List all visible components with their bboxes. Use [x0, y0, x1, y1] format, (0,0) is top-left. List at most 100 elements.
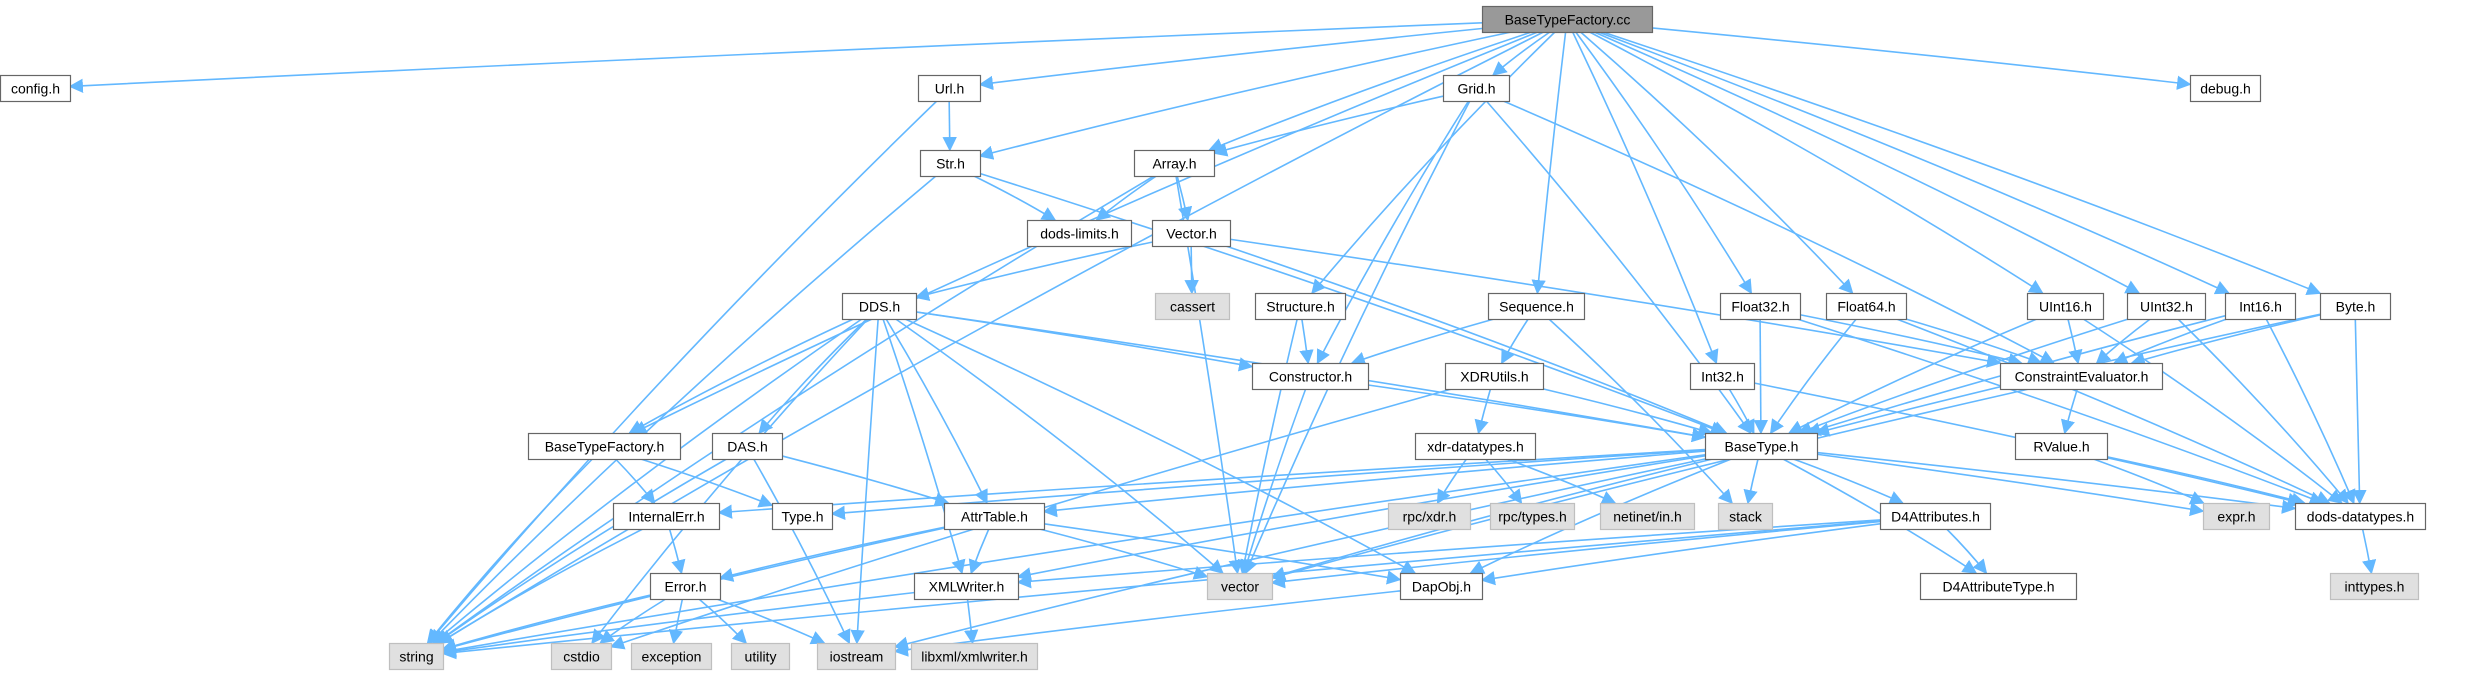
node-sequence-label: Sequence.h — [1499, 299, 1574, 315]
node-int32[interactable]: Int32.h — [1689, 362, 1756, 391]
edge-dodsdatatypes-to-inttypes — [2361, 528, 2377, 575]
node-iostream-box — [816, 642, 897, 671]
edge-dds-to-btf — [628, 318, 854, 434]
edge-error-to-iostream — [716, 598, 826, 645]
node-btf-label: BaseTypeFactory.h — [545, 439, 665, 455]
edge-url-to-str — [942, 100, 957, 152]
edge-root-to-debug — [1651, 27, 2192, 90]
node-float64-label: Float64.h — [1837, 299, 1895, 315]
node-uint32-label: UInt32.h — [2140, 299, 2193, 315]
node-dodsdatatypes-label: dods-datatypes.h — [2307, 509, 2414, 525]
node-basetype-box — [1704, 432, 1819, 461]
node-url[interactable]: Url.h — [917, 74, 982, 103]
node-rvalue[interactable]: RValue.h — [2014, 432, 2109, 461]
node-cassert-box — [1154, 292, 1231, 321]
edge-byte-to-dodsdatatypes — [2352, 318, 2367, 505]
node-stack-box — [1717, 502, 1774, 531]
edge-xdrutils-to-basetype — [1542, 388, 1713, 437]
edge-int16-to-dodsdatatypes — [2265, 318, 2356, 505]
node-int16[interactable]: Int16.h — [2224, 292, 2297, 321]
node-config[interactable]: config.h — [0, 74, 72, 103]
edge-dds-to-xmlwriter — [882, 318, 966, 575]
node-root[interactable]: BaseTypeFactory.cc — [1481, 5, 1654, 34]
node-cassert: cassert — [1154, 292, 1231, 321]
node-cstdio-label: cstdio — [563, 649, 600, 665]
node-d4attributes[interactable]: D4Attributes.h — [1879, 502, 1992, 531]
node-libxml-label: libxml/xmlwriter.h — [921, 649, 1028, 665]
edge-root-to-float32 — [1575, 31, 1753, 295]
node-rvalue-box — [2014, 432, 2109, 461]
edge-xdrutils-to-xdrdatatypes — [1474, 388, 1492, 435]
node-grid[interactable]: Grid.h — [1442, 74, 1511, 103]
edge-constraint-to-rvalue — [2060, 388, 2079, 435]
node-sequence[interactable]: Sequence.h — [1487, 292, 1586, 321]
edge-basetype-to-expr — [1816, 453, 2205, 517]
node-int16-label: Int16.h — [2239, 299, 2282, 315]
node-doslimits-label: dods-limits.h — [1040, 226, 1119, 242]
node-expr: expr.h — [2202, 502, 2271, 531]
node-byte[interactable]: Byte.h — [2319, 292, 2392, 321]
edge-xmlwriter-to-string — [441, 591, 915, 658]
node-basetype-label: BaseType.h — [1725, 439, 1799, 455]
edge-das-to-iostream — [753, 458, 851, 645]
edge-float64-to-constraint — [1905, 318, 2043, 366]
edge-grid-to-vector — [1244, 100, 1471, 575]
node-float32[interactable]: Float32.h — [1719, 292, 1802, 321]
node-basetype[interactable]: BaseType.h — [1704, 432, 1819, 461]
node-uint16[interactable]: UInt16.h — [2026, 292, 2105, 321]
node-array[interactable]: Array.h — [1133, 149, 1216, 178]
node-float64[interactable]: Float64.h — [1825, 292, 1908, 321]
edge-basetype-to-attrtable — [1042, 450, 1706, 518]
node-das[interactable]: DAS.h — [711, 432, 784, 461]
edge-xdrdatatypes-to-netinet — [1506, 458, 1617, 505]
node-constructor[interactable]: Constructor.h — [1251, 362, 1370, 391]
node-rpcxdr: rpc/xdr.h — [1387, 502, 1472, 531]
node-cstdio-box — [550, 642, 613, 671]
node-vector-label: vector — [1221, 579, 1259, 595]
edge-vector_h-to-constraint — [1229, 238, 2002, 368]
node-debug[interactable]: debug.h — [2189, 74, 2262, 103]
node-uint32-box — [2126, 292, 2207, 321]
node-array-box — [1133, 149, 1216, 178]
node-btf[interactable]: BaseTypeFactory.h — [527, 432, 682, 461]
edge-root-to-float64 — [1580, 31, 1854, 295]
node-config-box — [0, 74, 72, 103]
edge-dds-to-dapobj — [904, 318, 1417, 574]
node-xdrdatatypes-box — [1414, 432, 1537, 461]
edge-str-to-doslimits — [973, 175, 1057, 221]
node-internalerr[interactable]: InternalErr.h — [612, 502, 721, 531]
edge-root-to-uint16 — [1589, 31, 2044, 294]
edge-basetype-to-string — [441, 453, 1706, 657]
node-inttypes-label: inttypes.h — [2345, 579, 2405, 595]
node-int32-box — [1689, 362, 1756, 391]
edge-uint16-to-basetype — [1787, 318, 2038, 434]
node-internalerr-label: InternalErr.h — [628, 509, 704, 525]
node-dapobj[interactable]: DapObj.h — [1399, 572, 1484, 601]
node-rpcxdr-label: rpc/xdr.h — [1403, 509, 1457, 525]
node-constraint[interactable]: ConstraintEvaluator.h — [1999, 362, 2164, 391]
edge-constructor-to-basetype — [1367, 384, 1707, 443]
node-doslimits[interactable]: dods-limits.h — [1026, 219, 1133, 248]
node-inttypes-box — [2329, 572, 2420, 601]
node-dodsdatatypes[interactable]: dods-datatypes.h — [2294, 502, 2427, 531]
node-str[interactable]: Str.h — [919, 149, 982, 178]
edge-das-to-string — [435, 458, 727, 644]
node-type[interactable]: Type.h — [771, 502, 834, 531]
node-d4attrtype[interactable]: D4AttributeType.h — [1919, 572, 2078, 601]
edge-basetype-to-d4attributes — [1793, 458, 1905, 505]
node-attrtable[interactable]: AttrTable.h — [943, 502, 1046, 531]
edge-constructor-to-vector — [1240, 388, 1307, 575]
node-uint32[interactable]: UInt32.h — [2126, 292, 2207, 321]
node-xdrdatatypes[interactable]: xdr-datatypes.h — [1414, 432, 1537, 461]
node-exception-label: exception — [642, 649, 702, 665]
edge-root-to-config — [68, 22, 1483, 93]
node-dds[interactable]: DDS.h — [841, 292, 918, 321]
edge-dds-to-constructor — [915, 311, 1254, 372]
node-vector_h[interactable]: Vector.h — [1151, 219, 1232, 248]
edge-dds-to-vector — [895, 318, 1224, 574]
node-xdrutils[interactable]: XDRUtils.h — [1444, 362, 1545, 391]
node-structure[interactable]: Structure.h — [1254, 292, 1347, 321]
node-error[interactable]: Error.h — [649, 572, 722, 601]
node-expr-box — [2202, 502, 2271, 531]
node-xmlwriter[interactable]: XMLWriter.h — [913, 572, 1020, 601]
